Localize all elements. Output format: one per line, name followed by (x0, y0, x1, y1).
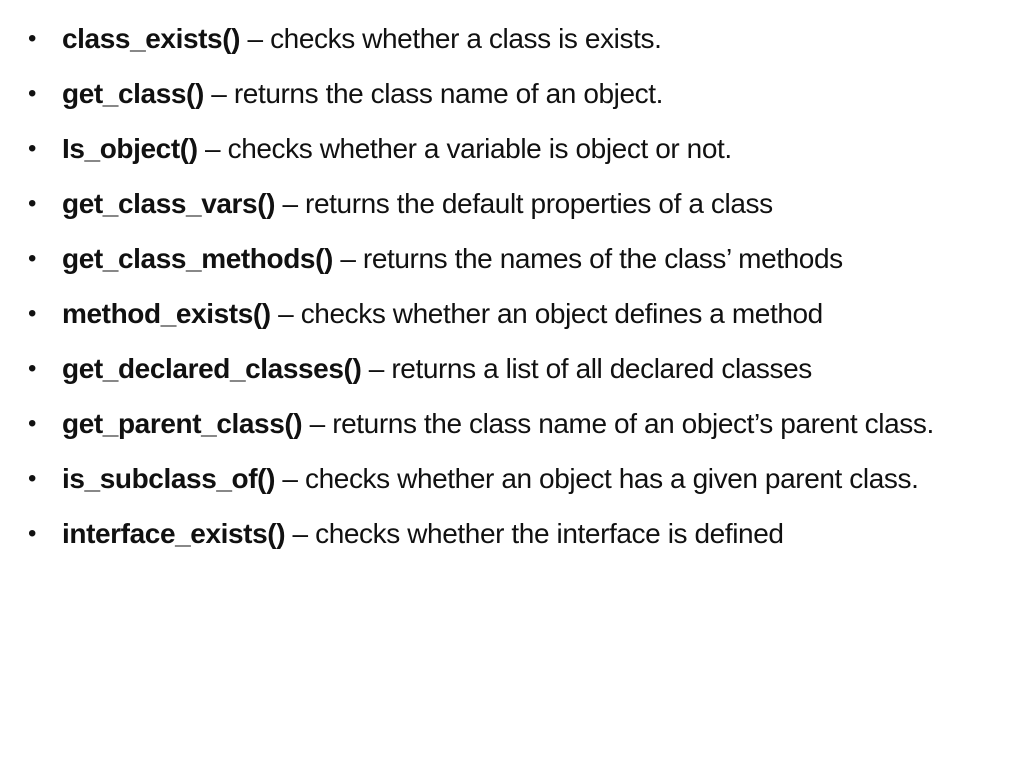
function-description: returns the class name of an object. (233, 78, 664, 109)
bullet-icon: • (28, 520, 37, 547)
dash-separator: – (278, 298, 294, 329)
bullet-icon: • (28, 410, 37, 437)
dash-separator: – (309, 408, 326, 439)
list-item-is-object: • Is_object() – checks whether a variabl… (0, 126, 1004, 172)
dash-separator: – (282, 188, 298, 219)
list-item-get-parent-class: • get_parent_class() – returns the class… (0, 401, 1004, 447)
bullet-icon: • (28, 80, 37, 107)
list-item-method-exists: • method_exists() – checks whether an ob… (0, 291, 1004, 337)
function-description: checks whether an object has a given par… (305, 463, 919, 494)
dash-separator: – (368, 353, 385, 384)
bullet-icon: • (28, 355, 37, 382)
bullet-icon: • (28, 190, 37, 217)
bullet-icon: • (28, 300, 37, 327)
list-item-class-exists: • class_exists() – checks whether a clas… (0, 16, 1004, 62)
list-item-get-class: • get_class() – returns the class name o… (0, 71, 1004, 117)
dash-separator: – (282, 463, 298, 494)
list-item-get-class-vars: • get_class_vars() – returns the default… (0, 181, 1004, 227)
dash-separator: – (247, 23, 263, 54)
function-name: get_class_methods() (62, 243, 333, 274)
function-name: get_class() (62, 78, 204, 109)
function-name: method_exists() (62, 298, 271, 329)
function-description: returns the names of the class’ methods (362, 243, 843, 274)
function-name: interface_exists() (62, 518, 286, 549)
bullet-icon: • (28, 25, 37, 52)
list-item-is-subclass-of: • is_subclass_of() – checks whether an o… (0, 456, 1004, 502)
list-item-get-declared-classes: • get_declared_classes() – returns a lis… (0, 346, 1004, 392)
function-description: returns the class name of an object’s pa… (332, 408, 934, 439)
function-description: checks whether the interface is defined (315, 518, 784, 549)
bullet-icon: • (28, 245, 37, 272)
function-description: returns the default properties of a clas… (305, 188, 773, 219)
dash-separator: – (205, 133, 221, 164)
function-name: Is_object() (62, 133, 198, 164)
dash-separator: – (340, 243, 356, 274)
function-name: is_subclass_of() (62, 463, 276, 494)
function-list: • class_exists() – checks whether a clas… (0, 16, 1004, 557)
list-item-get-class-methods: • get_class_methods() – returns the name… (0, 236, 1004, 282)
function-name: class_exists() (62, 23, 241, 54)
function-description: checks whether a class is exists. (270, 23, 662, 54)
bullet-icon: • (28, 135, 37, 162)
function-description: checks whether a variable is object or n… (227, 133, 733, 164)
function-name: get_declared_classes() (62, 353, 362, 384)
dash-separator: – (211, 78, 227, 109)
list-item-interface-exists: • interface_exists() – checks whether th… (0, 511, 1004, 557)
dash-separator: – (292, 518, 309, 549)
function-name: get_class_vars() (62, 188, 276, 219)
function-name: get_parent_class() (62, 408, 303, 439)
function-description: returns a list of all declared classes (391, 353, 812, 384)
function-description: checks whether an object defines a metho… (300, 298, 824, 329)
bullet-icon: • (28, 465, 37, 492)
